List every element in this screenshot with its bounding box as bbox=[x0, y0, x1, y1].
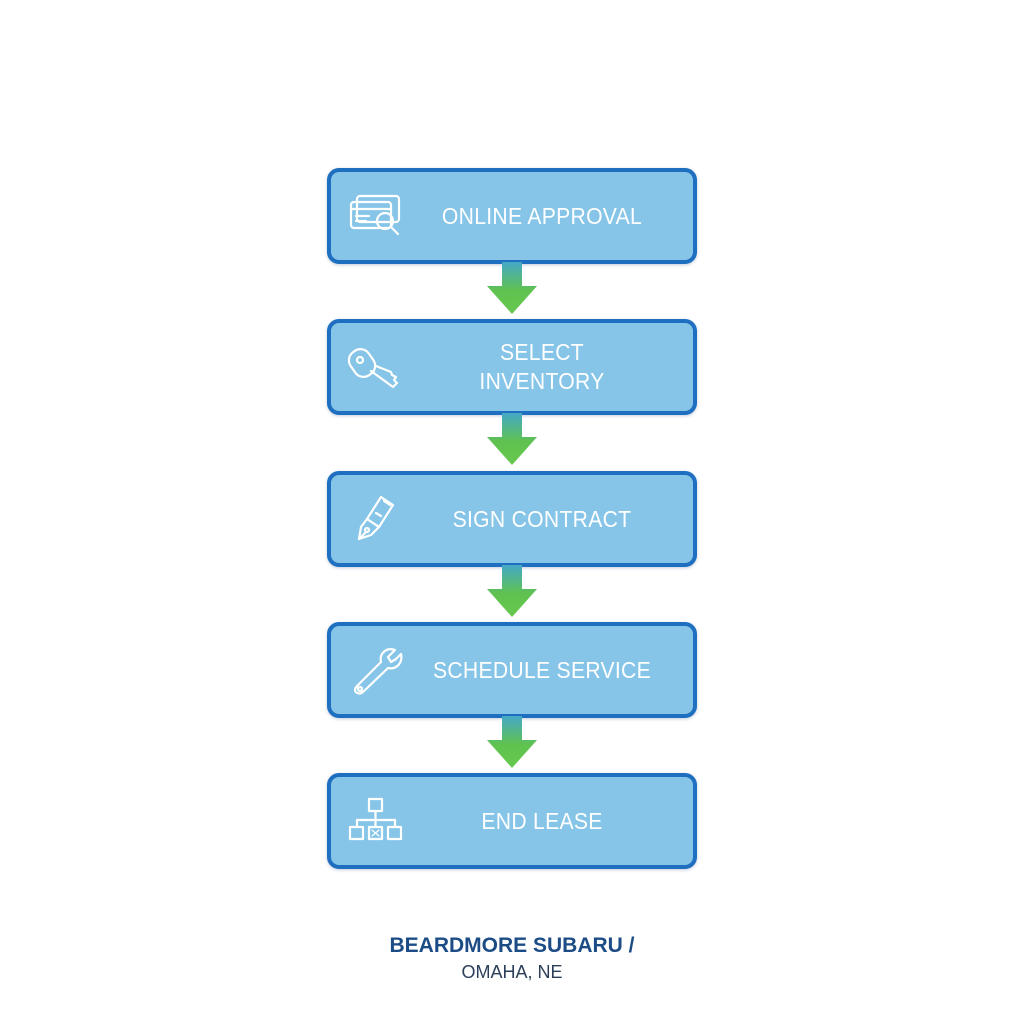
car-key-icon bbox=[345, 339, 405, 395]
step-select-inventory: SELECT INVENTORY bbox=[327, 319, 697, 415]
step-sign-contract: SIGN CONTRACT bbox=[327, 471, 697, 567]
step-online-approval: ONLINE APPROVAL bbox=[327, 168, 697, 264]
footer-subtitle: OMAHA, NE bbox=[461, 962, 563, 982]
step-schedule-service: SCHEDULE SERVICE bbox=[327, 622, 697, 718]
arrow-down-icon bbox=[485, 262, 539, 316]
step-label: END LEASE bbox=[481, 807, 603, 834]
arrow-down-icon bbox=[485, 565, 539, 619]
step-label: SELECT INVENTORY bbox=[479, 339, 605, 394]
credit-card-search-icon bbox=[345, 188, 405, 244]
arrow-down-icon bbox=[485, 716, 539, 770]
wrench-icon bbox=[345, 642, 405, 698]
step-label: SIGN CONTRACT bbox=[452, 505, 632, 532]
step-label: SCHEDULE SERVICE bbox=[432, 656, 652, 683]
footer-title: BEARDMORE SUBARU / bbox=[389, 934, 635, 957]
step-label: ONLINE APPROVAL bbox=[441, 202, 643, 229]
org-chart-icon bbox=[345, 793, 405, 849]
fountain-pen-icon bbox=[345, 491, 405, 547]
step-end-lease: END LEASE bbox=[327, 773, 697, 869]
arrow-down-icon bbox=[485, 413, 539, 467]
